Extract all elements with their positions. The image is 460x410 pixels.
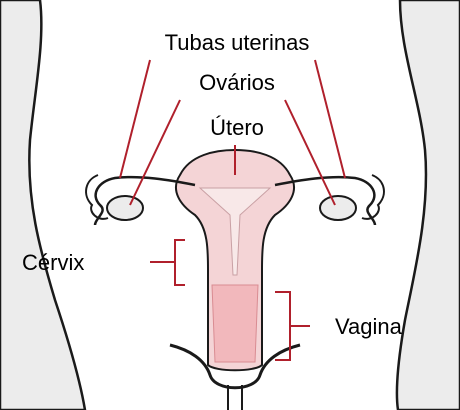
bracket-vagina bbox=[275, 291, 310, 361]
leader-tubas-right bbox=[314, 59, 346, 179]
right-fallopian-tube bbox=[274, 175, 377, 226]
pelvic-floor bbox=[169, 343, 301, 390]
vagina-region bbox=[211, 284, 259, 363]
label-vagina: Vagina bbox=[335, 314, 403, 339]
right-fimbriae bbox=[361, 174, 385, 220]
uterine-cavity bbox=[198, 187, 272, 276]
left-fimbriae bbox=[85, 174, 109, 220]
label-ovarios: Ovários bbox=[199, 70, 275, 95]
left-fallopian-tube bbox=[93, 175, 196, 226]
label-utero: Útero bbox=[210, 115, 264, 140]
leader-ovarios-left bbox=[129, 99, 181, 206]
urethra-stub bbox=[227, 385, 243, 410]
right-ovary bbox=[319, 195, 357, 221]
leader-ovarios-right bbox=[284, 99, 336, 206]
bracket-cervix bbox=[150, 239, 185, 286]
leader-tubas-left bbox=[119, 59, 151, 179]
label-cervix: Cérvix bbox=[22, 250, 84, 275]
label-tubas-uterinas: Tubas uterinas bbox=[165, 30, 310, 55]
left-ovary bbox=[106, 195, 144, 221]
